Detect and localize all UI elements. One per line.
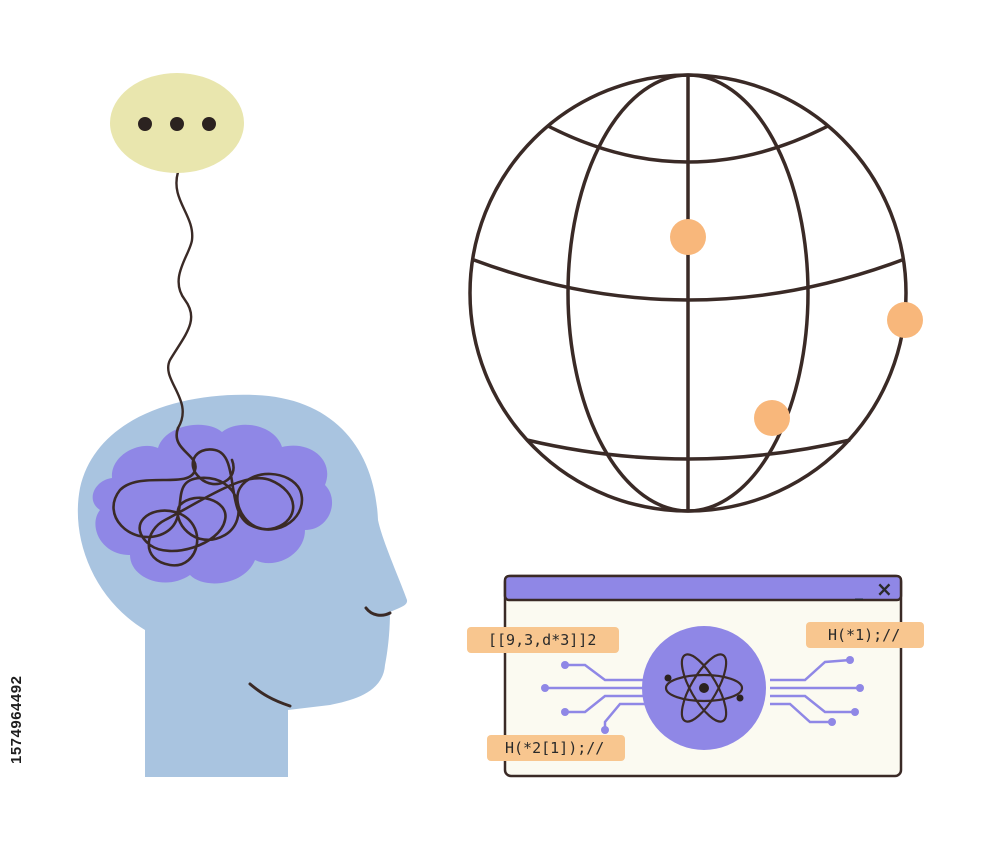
code-label-text: H(*1);// — [828, 626, 900, 644]
atom-icon — [642, 626, 766, 750]
code-label-left-top: [[9,3,d*3]]2 — [467, 627, 619, 653]
code-label-right-top: H(*1);// — [806, 622, 924, 648]
circuit-nodes — [541, 656, 864, 734]
code-label-text: [[9,3,d*3]]2 — [488, 631, 596, 649]
pin-icon — [754, 400, 790, 436]
brain-icon — [92, 424, 333, 584]
pin-icon — [887, 302, 923, 338]
close-icon[interactable]: × — [876, 577, 893, 601]
globe-icon — [468, 73, 908, 513]
code-label-text: H(*2[1]);// — [505, 739, 604, 757]
globe-location-pins — [670, 219, 923, 436]
stock-image-id: 1574964492 — [8, 675, 25, 765]
speech-bubble-icon — [110, 73, 244, 430]
circuit-icon — [545, 658, 860, 730]
pin-icon — [670, 219, 706, 255]
minimize-icon[interactable]: _ — [855, 581, 863, 600]
code-label-left-bottom: H(*2[1]);// — [487, 735, 625, 761]
